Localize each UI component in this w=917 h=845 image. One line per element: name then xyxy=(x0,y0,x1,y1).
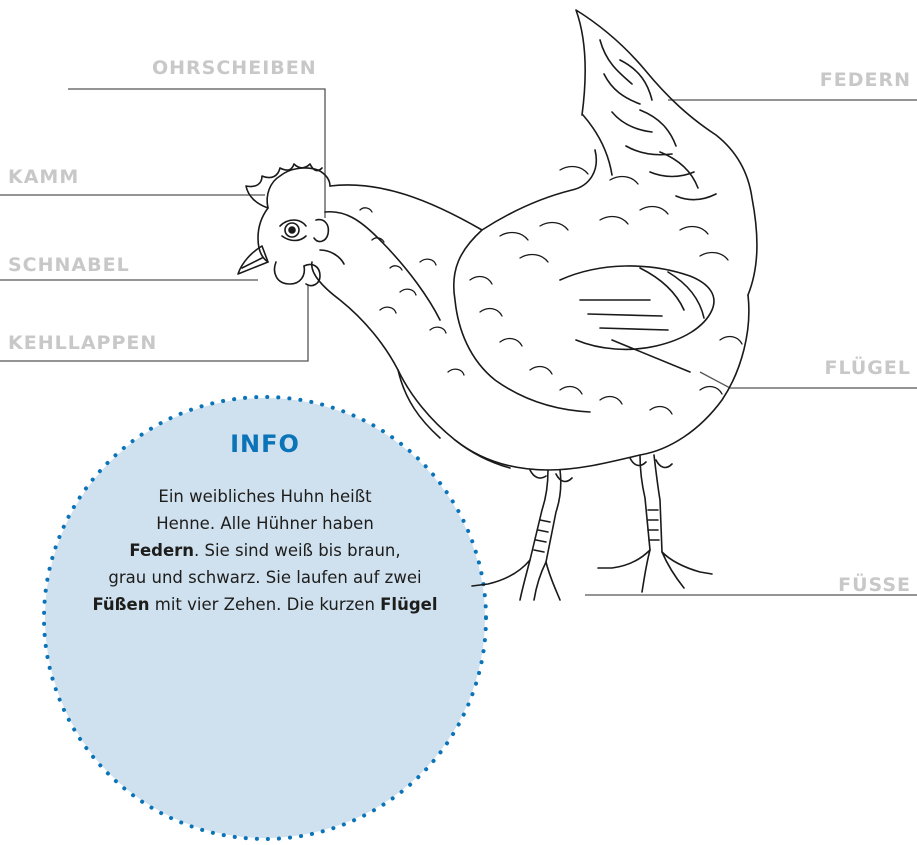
leader-ohrscheiben xyxy=(68,89,325,218)
leader-kehllappen xyxy=(0,285,308,361)
hen-drawing xyxy=(238,10,757,600)
hen-diagram xyxy=(0,0,917,613)
